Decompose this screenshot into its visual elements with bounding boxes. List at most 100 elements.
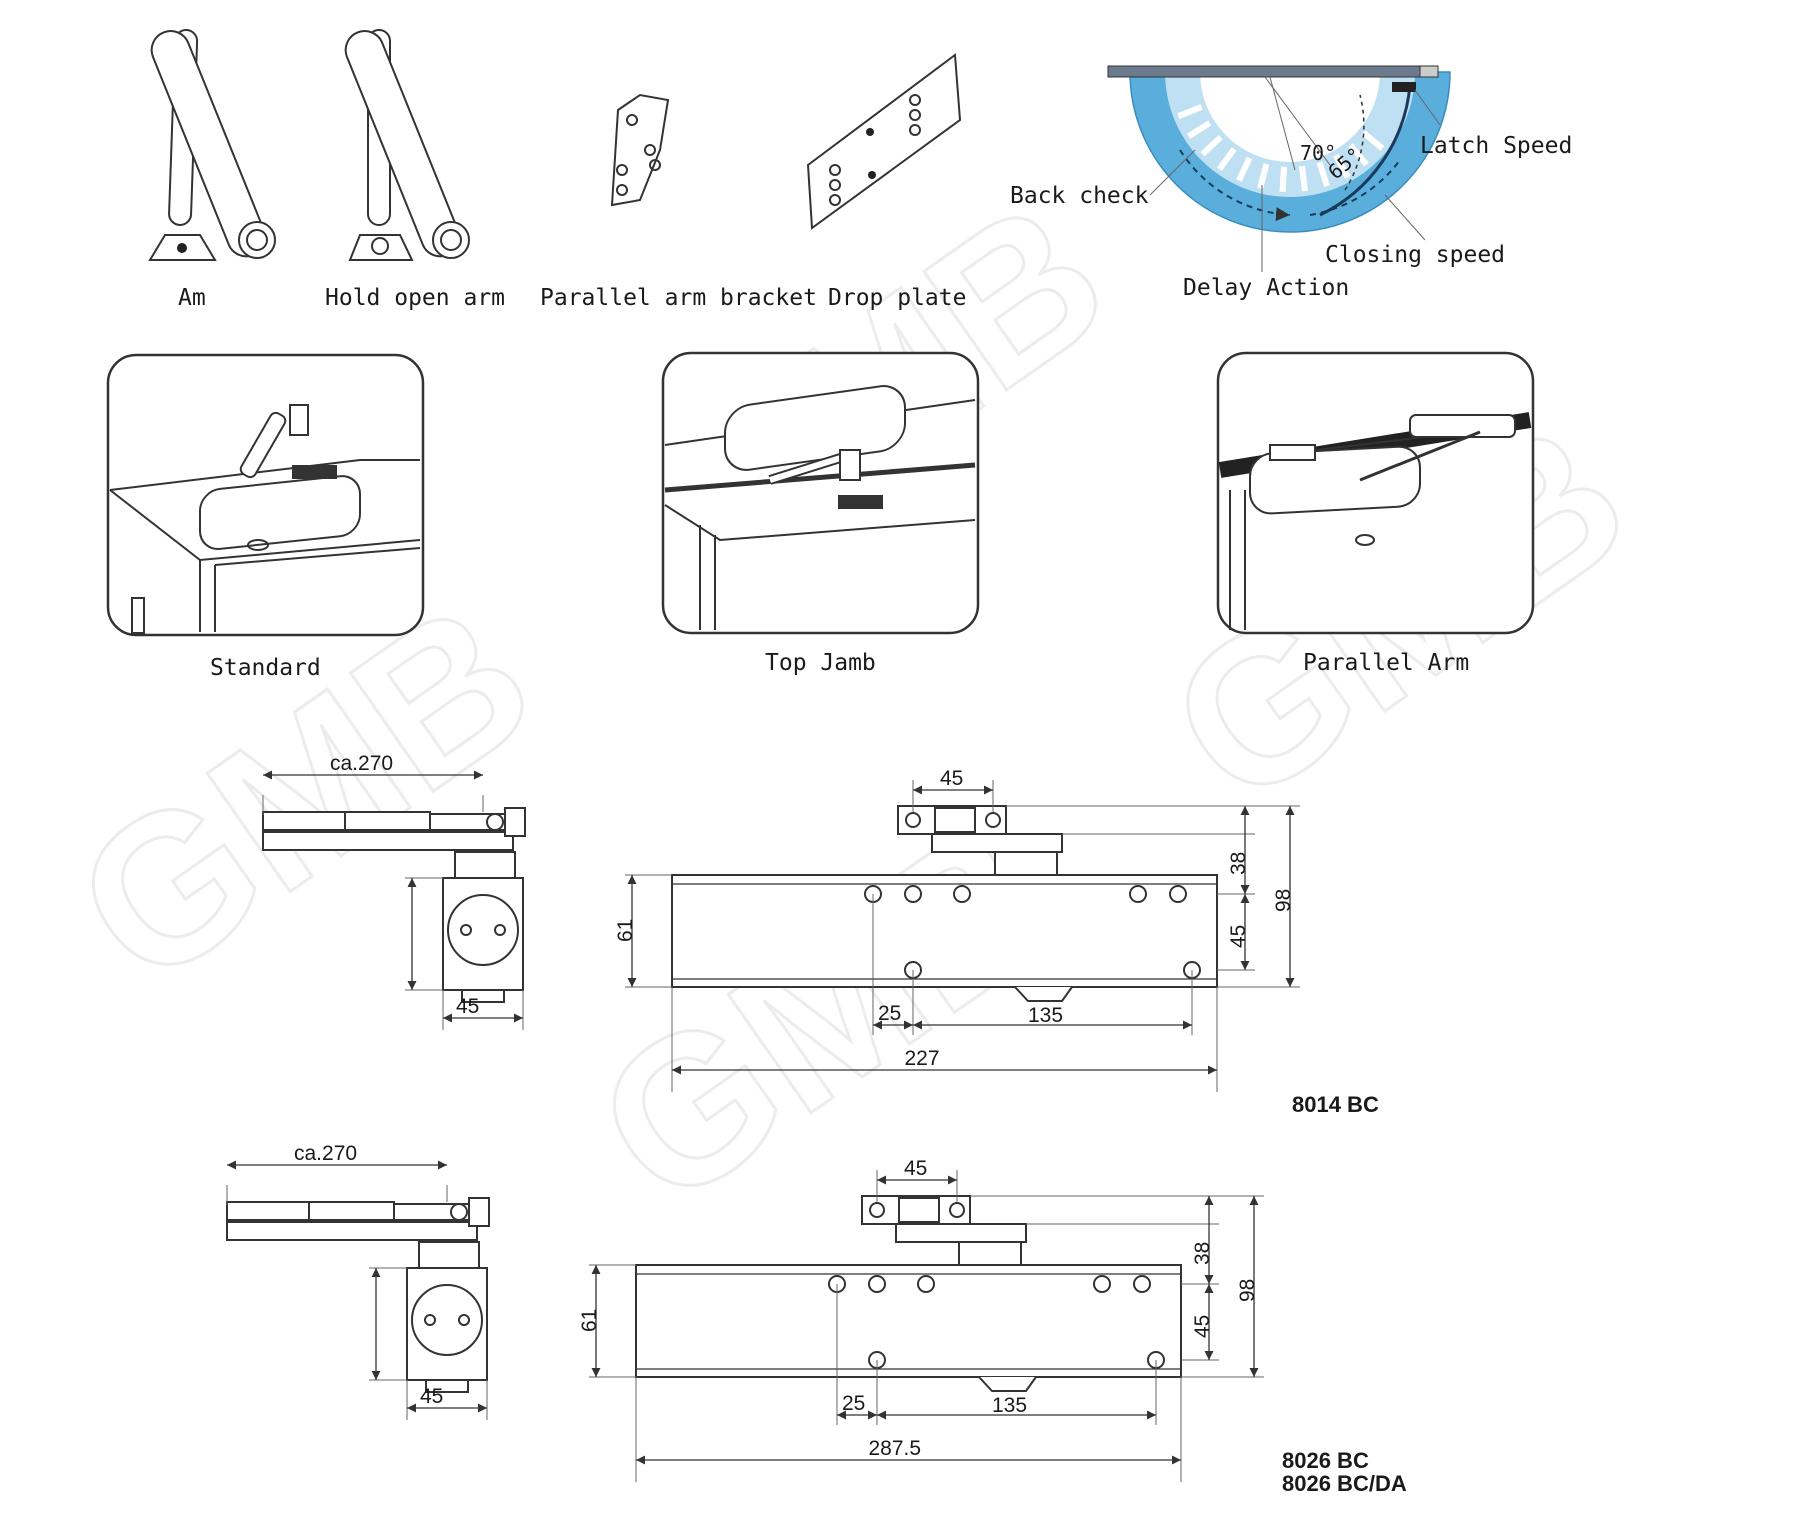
installation-standard-illustration — [106, 353, 425, 637]
accessory-label-am: Am — [178, 285, 206, 311]
spindle — [418, 1241, 480, 1269]
dim-bracket: 45 — [904, 1157, 927, 1180]
spindle — [454, 851, 516, 879]
label-delay-action: Delay Action — [1183, 275, 1349, 301]
installation-parallel-arm-illustration — [1216, 351, 1535, 635]
mount-hole — [904, 885, 922, 903]
dim-h61: 61 — [614, 919, 637, 942]
speed-tick — [1361, 130, 1385, 151]
model-number: 8014 BC — [1292, 1092, 1379, 1117]
dim-h61: 61 — [578, 1309, 601, 1332]
speed-tick — [1298, 165, 1309, 192]
arm-segment — [262, 811, 346, 831]
dim-h45: 45 — [1191, 1315, 1214, 1338]
foot — [461, 989, 505, 1003]
pinion-housing — [994, 851, 1058, 876]
arm-segment — [226, 1221, 478, 1241]
mount-hole — [917, 1275, 935, 1293]
mount-hole — [1093, 1275, 1111, 1293]
speed-tick — [1177, 104, 1203, 119]
end-cap — [447, 894, 519, 966]
bracket-block — [898, 1197, 940, 1223]
dim-h38: 38 — [1227, 852, 1250, 875]
speed-tick — [1236, 156, 1253, 182]
pinion-housing — [958, 1241, 1022, 1266]
mount-hole — [1133, 1275, 1151, 1293]
valve-adjustment-diagram: 70° 65° — [1107, 65, 1451, 272]
speed-tick — [1316, 161, 1330, 188]
pivot — [486, 813, 504, 831]
arm-illustration — [148, 29, 276, 261]
closer-body — [671, 874, 1218, 988]
valve-hole — [424, 1314, 436, 1326]
pinion-cap — [931, 833, 1063, 853]
dim-d135: 135 — [1028, 1004, 1063, 1027]
speed-tick — [1200, 134, 1223, 157]
technical-drawing-8014bc: ca.270 45 45 38 45 98 61 25 135 227 8014 BC — [262, 752, 1379, 1117]
arm-clamp — [468, 1197, 490, 1227]
arm-segment — [308, 1201, 395, 1221]
mount-hole — [1129, 885, 1147, 903]
installation-label-top-jamb: Top Jamb — [765, 650, 876, 676]
dim-side-width: 45 — [456, 995, 479, 1018]
foot — [425, 1379, 469, 1393]
accessory-label-hold-open-arm: Hold open arm — [325, 285, 505, 311]
dim-arm-length: ca.270 — [330, 752, 393, 775]
pivot — [450, 1203, 468, 1221]
mount-hole — [1169, 885, 1187, 903]
valve-hole — [460, 924, 472, 936]
dim-overall-length: 227 — [905, 1047, 940, 1070]
bracket-hole — [985, 812, 1001, 828]
arm-segment — [226, 1201, 310, 1221]
speed-tick — [1333, 153, 1351, 179]
body-foot — [1014, 986, 1073, 1002]
bracket-hole — [869, 1202, 885, 1218]
hold-open-arm-illustration — [344, 29, 470, 261]
end-cap — [411, 1284, 483, 1356]
speed-ticks — [1177, 104, 1385, 192]
dim-h98: 98 — [1236, 1279, 1259, 1302]
valve-hole — [494, 924, 506, 936]
installation-label-parallel-arm: Parallel Arm — [1303, 650, 1469, 676]
body-foot — [978, 1376, 1037, 1392]
dim-arm-length: ca.270 — [294, 1142, 357, 1165]
dim-d25: 25 — [842, 1392, 865, 1415]
door-bar — [1107, 65, 1434, 78]
dim-h38: 38 — [1191, 1242, 1214, 1265]
arm-segment — [262, 831, 514, 851]
dim-h45: 45 — [1227, 925, 1250, 948]
drop-plate-illustration — [806, 53, 962, 230]
label-back-check: Back check — [1010, 183, 1149, 209]
dim-overall-length: 287.5 — [869, 1437, 922, 1460]
speed-tick — [1187, 120, 1212, 139]
label-latch-speed: Latch Speed — [1420, 133, 1572, 159]
installation-label-standard: Standard — [210, 655, 321, 681]
arm-clamp — [504, 807, 526, 837]
pinion-cap — [895, 1223, 1027, 1243]
dim-bracket: 45 — [940, 767, 963, 790]
bracket-hole — [905, 812, 921, 828]
speed-tick — [1217, 147, 1237, 171]
arm-segment — [344, 811, 431, 831]
accessory-label-parallel-arm-bracket: Parallel arm bracket — [540, 285, 817, 311]
model-number: 8026 BC — [1282, 1448, 1369, 1473]
speed-tick — [1257, 163, 1270, 189]
dim-side-width: 45 — [420, 1385, 443, 1408]
installation-top-jamb-illustration — [661, 351, 980, 635]
dim-h98: 98 — [1272, 889, 1295, 912]
parallel-arm-bracket-illustration — [610, 93, 670, 207]
technical-drawing-8026bc: ca.270 45 45 38 45 98 61 25 135 287.5 8026 BC8026 … — [226, 1142, 1407, 1496]
bracket-hole — [949, 1202, 965, 1218]
speed-tick — [1348, 143, 1369, 167]
accessory-label-drop-plate: Drop plate — [828, 285, 966, 311]
model-number: 8026 BC/DA — [1282, 1471, 1407, 1496]
bracket-block — [934, 807, 976, 833]
closer-body — [635, 1264, 1182, 1378]
valve-hole — [458, 1314, 470, 1326]
mount-hole — [953, 885, 971, 903]
dim-d25: 25 — [878, 1002, 901, 1025]
mount-hole — [868, 1275, 886, 1293]
dim-d135: 135 — [992, 1394, 1027, 1417]
speed-tick — [1279, 166, 1288, 192]
